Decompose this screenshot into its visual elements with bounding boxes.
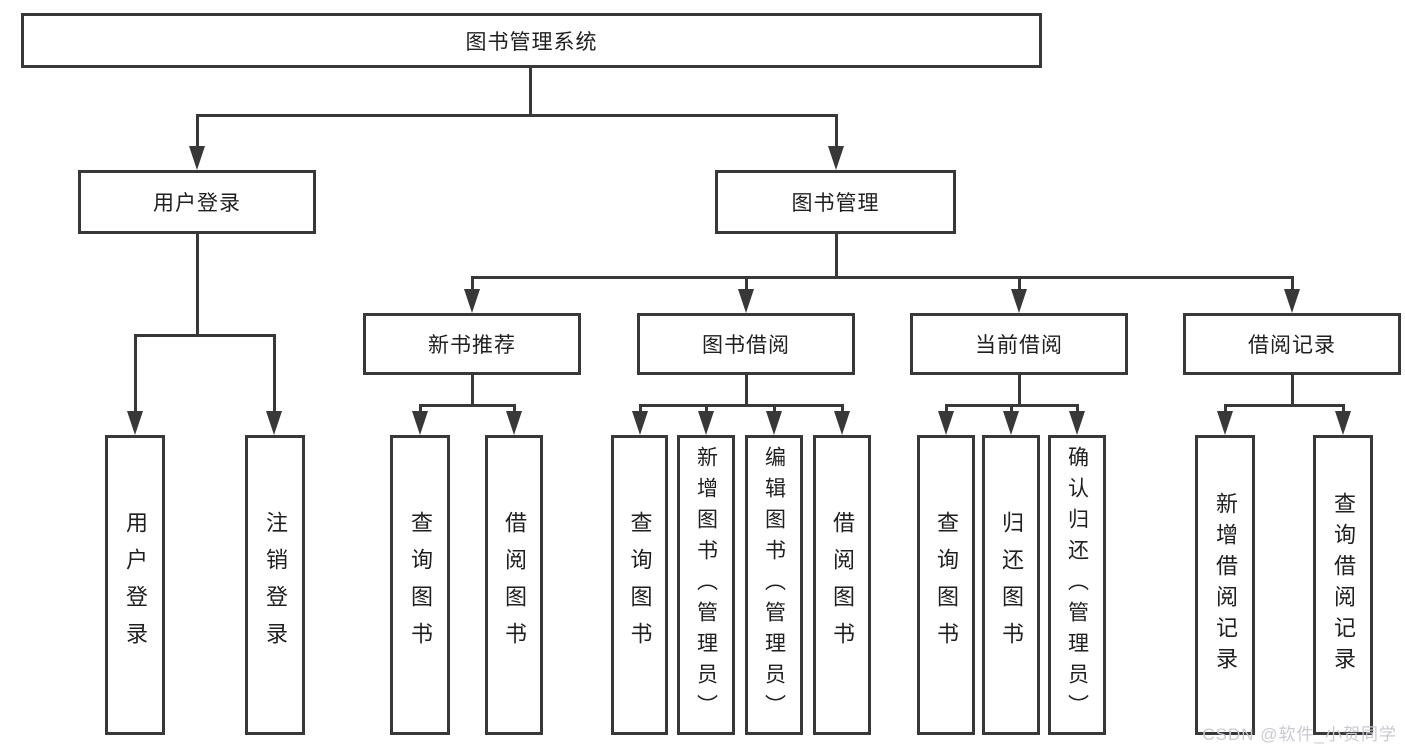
node-current-borrow: 当前借阅 — [910, 313, 1128, 375]
connector-line — [841, 404, 844, 413]
connector-line — [513, 404, 516, 413]
connector-line — [773, 404, 776, 413]
connector-line — [1342, 404, 1345, 413]
arrow-down-icon — [189, 146, 205, 170]
leaf-label: 用户登录 — [123, 511, 148, 659]
leaf-label: 确认归还（管理员） — [1065, 445, 1089, 725]
leaf-label: 查询图书 — [627, 511, 653, 659]
arrow-down-icon — [698, 411, 714, 435]
connector-line — [1224, 404, 1227, 413]
arrow-down-icon — [412, 411, 428, 435]
connector-line — [1224, 404, 1345, 407]
connector-line — [196, 234, 199, 335]
connector-line — [835, 114, 838, 148]
connector-line — [1291, 276, 1294, 290]
connector-line — [196, 114, 837, 117]
leaf-label: 查询借阅记录 — [1331, 492, 1356, 678]
connector-line — [1076, 404, 1079, 413]
connector-line — [835, 234, 838, 278]
node-borrow-records-label: 借阅记录 — [1248, 334, 1336, 357]
node-leaf-add-borrow-record: 新增借阅记录 — [1195, 435, 1255, 735]
node-user-login: 用户登录 — [78, 170, 316, 234]
node-new-book-recommend-label: 新书推荐 — [428, 334, 516, 357]
connector-line — [134, 334, 137, 413]
connector-line — [705, 404, 708, 413]
node-book-management-label: 图书管理 — [791, 192, 880, 215]
connector-line — [945, 404, 948, 413]
leaf-label: 编辑图书（管理员） — [762, 445, 786, 725]
watermark: CSDN @软件_小贺同学 — [1202, 725, 1397, 744]
arrow-down-icon — [1335, 411, 1351, 435]
node-borrow-records: 借阅记录 — [1183, 313, 1401, 375]
arrow-down-icon — [828, 146, 844, 170]
connector-line — [745, 276, 748, 290]
connector-line — [471, 375, 474, 406]
node-new-book-recommend: 新书推荐 — [363, 313, 581, 375]
node-leaf-edit-books-admin: 编辑图书（管理员） — [745, 435, 803, 735]
node-user-login-label: 用户登录 — [153, 192, 241, 215]
leaf-label: 查询图书 — [408, 511, 433, 659]
arrow-down-icon — [127, 411, 143, 435]
node-leaf-confirm-return-admin: 确认归还（管理员） — [1048, 435, 1106, 735]
connector-line — [419, 404, 516, 407]
connector-line — [196, 114, 199, 148]
connector-line — [1018, 276, 1021, 290]
node-leaf-return-books: 归还图书 — [982, 435, 1040, 735]
connector-line — [471, 276, 474, 290]
arrow-down-icon — [1069, 411, 1085, 435]
leaf-label: 归还图书 — [999, 511, 1024, 659]
connector-line — [745, 375, 748, 406]
leaf-label: 新增借阅记录 — [1213, 492, 1238, 678]
node-book-borrow-label: 图书借阅 — [702, 334, 790, 357]
arrow-down-icon — [1003, 411, 1019, 435]
leaf-label: 查询图书 — [934, 511, 959, 659]
arrow-down-icon — [766, 411, 782, 435]
arrow-down-icon — [938, 411, 954, 435]
connector-line — [1010, 404, 1013, 413]
arrow-down-icon — [266, 411, 282, 435]
arrow-down-icon — [1011, 289, 1027, 313]
node-book-management: 图书管理 — [715, 170, 956, 234]
arrow-down-icon — [834, 411, 850, 435]
connector-line — [273, 334, 276, 413]
node-book-borrow: 图书借阅 — [637, 313, 855, 375]
connector-line — [1018, 375, 1021, 406]
leaf-label: 新增图书（管理员） — [694, 445, 718, 725]
leaf-label: 注销登录 — [263, 511, 288, 659]
node-leaf-query-borrow-record: 查询借阅记录 — [1313, 435, 1373, 735]
connector-line — [1291, 375, 1294, 406]
connector-line — [639, 404, 642, 413]
node-root-system: 图书管理系统 — [21, 13, 1042, 68]
node-current-borrow-label: 当前借阅 — [975, 334, 1063, 357]
node-leaf-current-query-books: 查询图书 — [917, 435, 975, 735]
connector-line — [134, 334, 276, 337]
connector-line — [529, 68, 532, 116]
connector-line — [639, 404, 844, 407]
node-leaf-add-books-admin: 新增图书（管理员） — [677, 435, 735, 735]
arrow-down-icon — [464, 289, 480, 313]
arrow-down-icon — [1284, 289, 1300, 313]
connector-line — [471, 276, 1294, 279]
leaf-label: 借阅图书 — [830, 511, 855, 659]
arrow-down-icon — [738, 289, 754, 313]
arrow-down-icon — [506, 411, 522, 435]
leaf-label: 借阅图书 — [502, 511, 527, 659]
arrow-down-icon — [1217, 411, 1233, 435]
node-leaf-borrow-books: 借阅图书 — [813, 435, 871, 735]
node-leaf-recommend-borrow-books: 借阅图书 — [485, 435, 543, 735]
arrow-down-icon — [632, 411, 648, 435]
node-leaf-logout: 注销登录 — [245, 435, 305, 735]
node-root-label: 图书管理系统 — [465, 30, 598, 54]
node-leaf-borrow-query-books: 查询图书 — [611, 435, 668, 735]
connector-line — [419, 404, 422, 413]
node-leaf-user-login: 用户登录 — [105, 435, 165, 735]
node-leaf-recommend-query-books: 查询图书 — [390, 435, 450, 735]
